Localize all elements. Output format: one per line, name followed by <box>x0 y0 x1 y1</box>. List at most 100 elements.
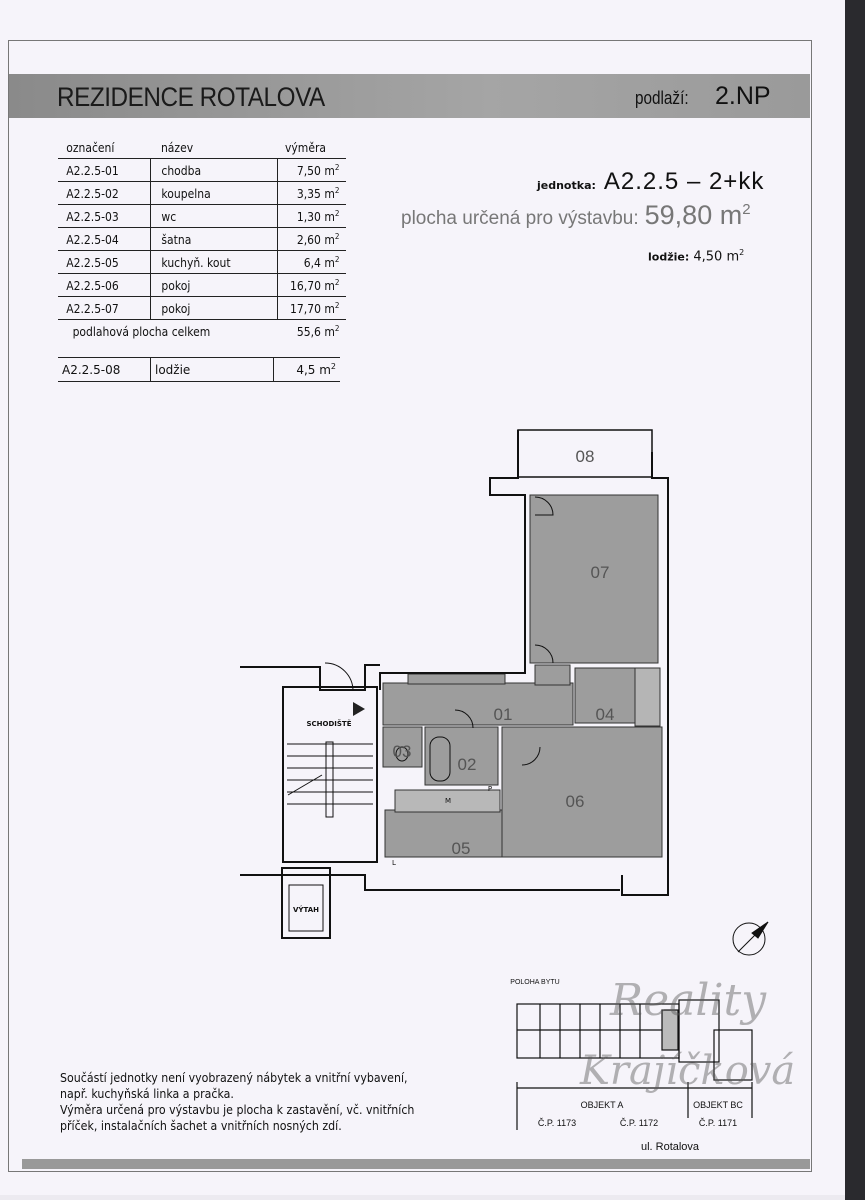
table-row: A2.2.5-08 lodžie 4,5 m2 <box>58 357 340 382</box>
unit-value: A2.2.5 – 2+kk <box>603 168 765 195</box>
area-label: plocha určená pro výstavbu: <box>401 208 639 229</box>
loggia-table: A2.2.5-08 lodžie 4,5 m2 <box>58 357 340 382</box>
room-area: 6,4 m2 <box>280 250 343 274</box>
loggia-summary-value: 4,50 m <box>693 249 740 265</box>
cp-1173: Č.P. 1173 <box>538 1118 576 1128</box>
room-id: A2.2.5-04 <box>62 227 146 251</box>
loggia-summary: lodžie: 4,50 m2 <box>648 248 745 265</box>
room-area: 1,30 m2 <box>280 204 343 228</box>
page-frame <box>8 40 812 1172</box>
table-row: A2.2.5-05 kuchyň. kout 6,4 m2 <box>58 250 346 274</box>
toilet <box>395 746 409 762</box>
room-id: A2.2.5-07 <box>62 296 146 320</box>
col-area: výměra <box>280 136 343 159</box>
entrance-arrow-icon <box>353 702 365 716</box>
watermark-krajickova: Krajíčková <box>580 1048 796 1094</box>
room-06 <box>501 726 663 858</box>
unit-label: jednotka: <box>537 179 596 192</box>
table-row: A2.2.5-03 wc 1,30 m2 <box>58 204 346 228</box>
room-name: pokoj <box>156 296 272 320</box>
footer-band <box>22 1159 810 1169</box>
fixture-p: P <box>488 785 492 793</box>
table-header: označení název výměra <box>58 136 346 159</box>
north-arrow-icon <box>732 921 769 956</box>
loggia-name: lodžie <box>150 357 274 382</box>
room-name: wc <box>156 204 272 228</box>
unit-info: jednotka: A2.2.5 – 2+kk <box>537 168 764 196</box>
cp-1172: Č.P. 1172 <box>620 1118 658 1128</box>
note-line-2: Výměra určená pro výstavbu je plocha k z… <box>60 1103 415 1133</box>
stairs <box>287 741 373 818</box>
elevator-box <box>281 867 331 939</box>
floor-label: podlaží: <box>635 88 689 108</box>
room-name: koupelna <box>156 181 272 205</box>
utility-niche <box>634 667 661 727</box>
room-id: A2.2.5-02 <box>62 181 146 205</box>
build-area: plocha určená pro výstavbu:59,80 m2 <box>401 200 751 231</box>
fixture-l: L <box>392 859 396 867</box>
watermark-reality: Reality <box>610 975 767 1026</box>
kitchen-counter <box>394 789 501 813</box>
room-label-01: 01 <box>494 705 513 724</box>
room-area: 7,50 m2 <box>280 158 343 182</box>
room-id: A2.2.5-03 <box>62 204 146 228</box>
room-label-07: 07 <box>591 563 610 582</box>
room-area: 16,70 m2 <box>280 273 343 297</box>
room-area: 2,60 m2 <box>280 227 343 251</box>
room-name: šatna <box>156 227 272 251</box>
staircase-box <box>282 686 378 863</box>
object-a-label: OBJEKT A <box>581 1100 624 1110</box>
room-label-08: 08 <box>576 447 595 466</box>
loggia-area: 4,5 m2 <box>273 357 340 382</box>
room-label-05: 05 <box>452 839 471 858</box>
elevator-label: VÝTAH <box>293 905 319 914</box>
room-01-passage <box>534 664 571 686</box>
loggia-summary-label: lodžie: <box>648 250 690 264</box>
room-label-02: 02 <box>458 755 477 774</box>
table-row: A2.2.5-02 koupelna 3,35 m2 <box>58 181 346 205</box>
room-05 <box>384 809 503 858</box>
total-value: 55,6 m2 <box>296 324 339 339</box>
header-band: REZIDENCE ROTALOVA podlaží: 2.NP <box>9 74 810 118</box>
room-name: kuchyň. kout <box>156 250 272 274</box>
room-area: 3,35 m2 <box>280 181 343 205</box>
room-area: 17,70 m2 <box>280 296 343 320</box>
note-line-1: Součástí jednotky není vyobrazený nábyte… <box>60 1071 408 1101</box>
room-01-niche <box>407 673 506 685</box>
room-04 <box>574 667 636 724</box>
col-name: název <box>156 136 272 159</box>
loggia-id: A2.2.5-08 <box>62 362 121 377</box>
floor-value: 2.NP <box>715 82 771 110</box>
project-title: REZIDENCE ROTALOVA <box>57 82 325 112</box>
room-07 <box>529 494 659 664</box>
table-row: A2.2.5-04 šatna 2,60 m2 <box>58 227 346 251</box>
cp-1171: Č.P. 1171 <box>699 1118 737 1128</box>
room-01 <box>382 682 574 726</box>
location-title: POLOHA BYTU <box>510 979 559 986</box>
location-plan <box>516 999 753 1130</box>
area-value: 59,80 m2 <box>644 200 751 230</box>
room-id: A2.2.5-06 <box>62 273 146 297</box>
room-label-04: 04 <box>596 705 615 724</box>
street-label: ul. Rotalova <box>641 1141 700 1153</box>
apartment-highlight <box>661 1009 679 1051</box>
object-bc-label: OBJEKT BC <box>693 1100 743 1110</box>
bathtub <box>429 736 451 782</box>
room-label-03: 03 <box>393 742 412 761</box>
walls <box>240 429 669 939</box>
fixture-m: M <box>445 797 451 805</box>
room-fills <box>382 494 663 858</box>
col-id: označení <box>62 136 146 159</box>
table-row: A2.2.5-07 pokoj 17,70 m2 <box>58 296 346 320</box>
disclaimer-note: Součástí jednotky není vyobrazený nábyte… <box>60 1070 428 1134</box>
total-label: podlahová plocha celkem <box>72 324 211 339</box>
scan-edge <box>845 0 865 1200</box>
room-label-06: 06 <box>566 792 585 811</box>
room-id: A2.2.5-05 <box>62 250 146 274</box>
room-id: A2.2.5-01 <box>62 158 146 182</box>
total-row: podlahová plocha celkem 55,6 m2 <box>58 320 346 343</box>
